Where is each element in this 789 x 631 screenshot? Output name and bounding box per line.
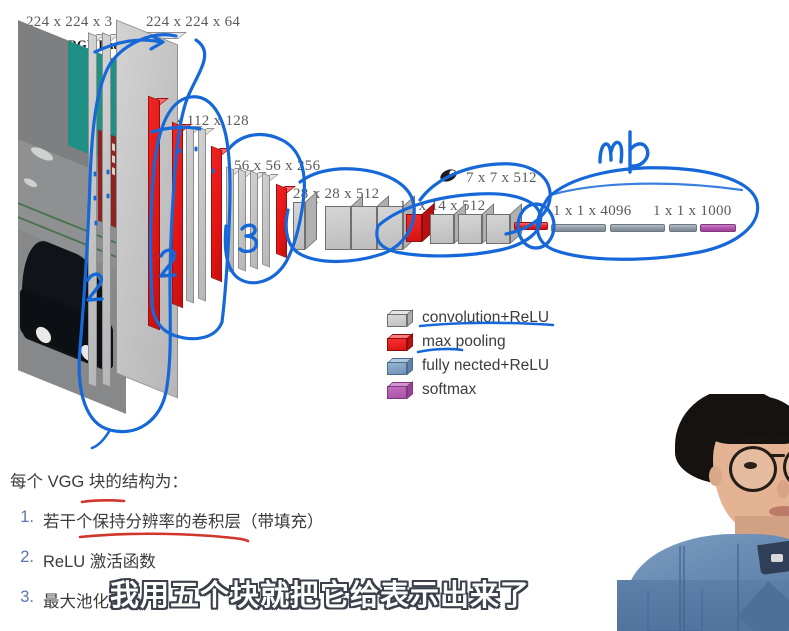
legend-label: fully nected+ReLU <box>422 357 550 374</box>
doc-list-item-1: 1. 若干个保持分辨率的卷积层（带填充） <box>8 508 438 532</box>
legend-item-softmax: softmax <box>387 378 549 402</box>
softmax-swatch-icon <box>387 380 413 399</box>
conv-slab-b1-b <box>102 32 120 388</box>
presenter-video-overlay[interactable] <box>617 394 789 631</box>
list-text: 最大池化层 <box>43 593 126 611</box>
conv-slab-b1-body <box>116 19 187 399</box>
convolution-swatch-icon <box>387 308 413 327</box>
list-number: 2. <box>20 548 34 566</box>
conv-slab-b3-c <box>250 170 267 270</box>
doc-list-item-2: 2. ReLU 激活函数 <box>8 548 438 572</box>
conv-cube-b4-2 <box>351 195 391 250</box>
legend-item-convolution: convolution+ReLU <box>387 306 549 330</box>
label-224-64: 224 x 224 x 64 <box>146 14 241 30</box>
photo-cloud <box>30 144 53 164</box>
glasses-icon <box>729 446 777 492</box>
fullyconnected-swatch-icon <box>387 356 413 375</box>
conv-slab-b2-a <box>186 124 203 304</box>
maxpool-cube-b4 <box>406 203 436 242</box>
fc-bar-1 <box>551 224 606 232</box>
label-7-512: 7 x 7 x 512 <box>466 170 537 186</box>
doc-heading: 每个 VGG 块的结构为： <box>10 473 188 491</box>
maxpool-slab-b2 <box>172 121 192 309</box>
photo-cloud <box>24 176 38 190</box>
conv-cube-b5-2 <box>458 203 496 244</box>
presenter-shirt-pocket <box>647 590 703 631</box>
conv-slab-b1-a <box>88 32 106 388</box>
pen-cursor-icon <box>438 167 459 184</box>
presenter-mouth <box>769 506 789 517</box>
conv-cube-b4-3 <box>377 195 417 250</box>
label-1-1000: 1 x 1 x 1000 <box>653 203 732 219</box>
legend-item-fullyconnected: fully nected+ReLU <box>387 354 549 378</box>
list-number: 3. <box>20 588 34 606</box>
video-subtitle: 我用五个块就把它给表示出来了 <box>109 580 530 612</box>
doc-list-item-3: 3. 最大池化层 <box>8 588 438 612</box>
conv-slab-b2-b <box>198 126 215 302</box>
conv-cube-b4-pre <box>293 191 319 250</box>
presenter-brow <box>776 435 789 441</box>
maxpooling-swatch-icon <box>387 332 413 351</box>
list-text: 若干个保持分辨率的卷积层（带填充） <box>43 513 324 531</box>
presenter-nose <box>777 480 789 498</box>
fc-bar-2 <box>610 224 665 232</box>
conv-cube-b5-3 <box>486 203 524 244</box>
list-text: ReLU 激活函数 <box>43 553 156 571</box>
conv-slab-b3-b <box>238 168 255 272</box>
label-1-4096: 1 x 1 x 4096 <box>553 203 632 219</box>
lapel-mic-icon <box>771 554 783 562</box>
vgg-block-description: 每个 VGG 块的结构为： 1. 若干个保持分辨率的卷积层（带填充） 2. Re… <box>8 468 438 628</box>
legend-item-maxpooling: max pooling <box>387 330 549 354</box>
legend-label: softmax <box>422 381 477 398</box>
maxpool-bar-b5 <box>514 222 548 230</box>
softmax-bar <box>700 224 736 232</box>
presenter-eye <box>744 462 757 469</box>
legend: convolution+ReLU max pooling fully necte… <box>387 306 549 402</box>
list-number: 1. <box>20 508 34 526</box>
maxpool-slab-b3 <box>276 183 296 259</box>
maxpool-slab-b2-2 <box>211 145 231 283</box>
maxpool-slab-b1 <box>148 95 169 331</box>
legend-label: convolution+ReLU <box>422 309 550 326</box>
conv-slab-b3-a <box>226 166 243 274</box>
glasses-bridge <box>769 454 785 457</box>
legend-label: max pooling <box>422 333 506 350</box>
fc-bar-3 <box>669 224 697 232</box>
conv-cube-b5-1 <box>430 203 468 244</box>
presenter-ear <box>709 466 722 486</box>
conv-slab-b3-d <box>262 172 279 268</box>
label-224-3: 224 x 224 x 3 <box>26 14 113 30</box>
conv-cube-b4-1 <box>325 195 365 250</box>
